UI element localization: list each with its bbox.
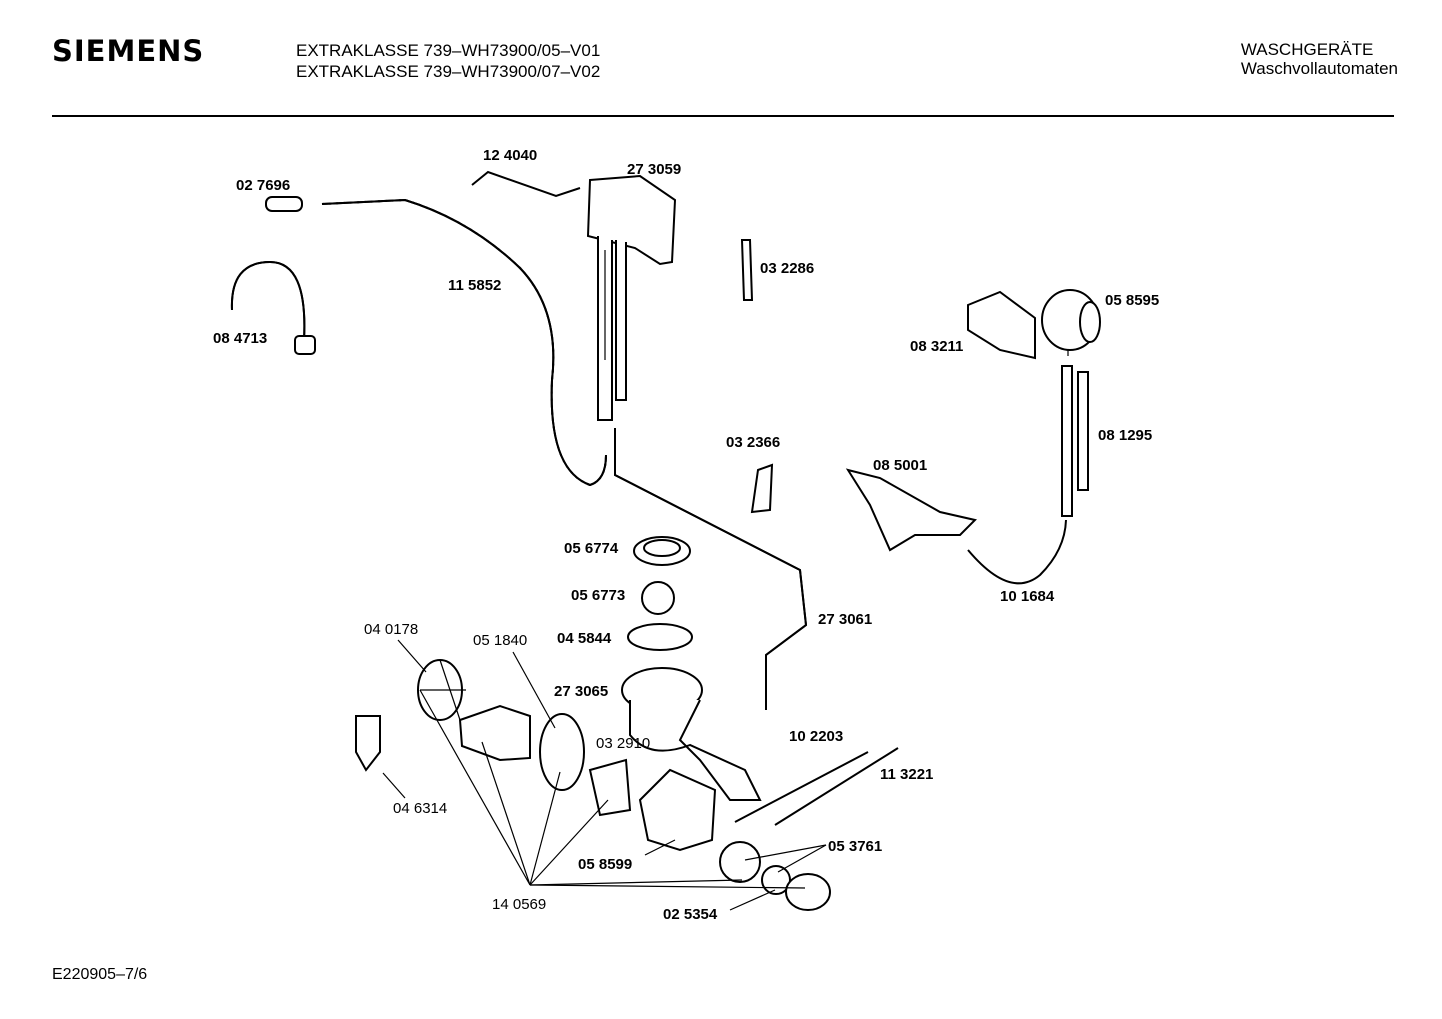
part-heater-bracket	[845, 468, 977, 552]
part-filter-cap	[785, 873, 831, 911]
leader-lines	[382, 639, 827, 911]
drawing-id: E220905–7/6	[52, 966, 148, 983]
label-27-3059: 27 3059	[627, 161, 681, 178]
label-10-2203: 10 2203	[789, 728, 843, 745]
label-27-3061: 27 3061	[818, 611, 872, 628]
label-03-2286: 03 2286	[760, 260, 814, 277]
label-08-4713: 08 4713	[213, 330, 267, 347]
part-inlet-bracket	[586, 174, 677, 421]
category-subtitle: Waschvollautomaten	[1240, 59, 1398, 78]
label-04-5844: 04 5844	[557, 630, 612, 647]
model-line-2: EXTRAKLASSE 739–WH73900/07–V02	[296, 62, 601, 81]
category-title: WASCHGERÄTE	[1240, 40, 1374, 59]
part-impeller-disk	[539, 713, 585, 791]
header-rule	[52, 115, 1394, 117]
part-switch-bracket	[967, 290, 1036, 360]
label-05-8595: 05 8595	[1105, 292, 1159, 309]
label-27-3065: 27 3065	[554, 683, 608, 700]
part-hose-sleeve	[265, 196, 303, 212]
part-rod	[734, 751, 869, 823]
label-05-6773: 05 6773	[571, 587, 625, 604]
part-impeller-cover	[588, 758, 632, 817]
part-pump-housing	[638, 768, 717, 852]
label-14-0569: 14 0569	[492, 896, 546, 913]
part-pump-motor	[458, 704, 531, 762]
label-02-7696: 02 7696	[236, 177, 290, 194]
label-02-5354: 02 5354	[663, 906, 718, 923]
label-04-6314: 04 6314	[393, 800, 447, 817]
label-08-1295: 08 1295	[1098, 427, 1152, 444]
part-filter-clip	[355, 715, 381, 772]
label-10-1684: 10 1684	[1000, 588, 1055, 605]
label-05-3761: 05 3761	[828, 838, 882, 855]
part-pressure-tube	[967, 519, 1067, 585]
part-drain-pipe	[614, 428, 808, 710]
label-03-2910: 03 2910	[596, 735, 650, 752]
part-seal-ring	[719, 841, 761, 883]
model-designation: EXTRAKLASSE 739–WH73900/05–V01 EXTRAKLAS…	[296, 40, 600, 82]
part-float-ball	[641, 581, 675, 615]
label-08-5001: 08 5001	[873, 457, 927, 474]
label-12-4040: 12 4040	[483, 147, 537, 164]
part-clip	[740, 239, 754, 301]
brand-logo: SIEMENS	[52, 34, 205, 68]
label-05-1840: 05 1840	[473, 632, 527, 649]
model-line-1: EXTRAKLASSE 739–WH73900/05–V01	[296, 41, 601, 60]
label-03-2366: 03 2366	[726, 434, 780, 451]
part-hose-ring	[627, 623, 693, 651]
label-05-8599: 05 8599	[578, 856, 632, 873]
label-11-5852: 11 5852	[448, 277, 501, 294]
part-bent-rod	[471, 170, 581, 198]
appliance-category: WASCHGERÄTE Waschvollautomaten	[1241, 40, 1398, 78]
label-11-3221: 11 3221	[880, 766, 933, 783]
part-sump	[621, 667, 762, 801]
part-rod-thin	[774, 747, 899, 826]
part-tubes	[1061, 365, 1089, 517]
part-fan-wheel	[417, 659, 466, 721]
part-hose-clamp	[230, 260, 316, 355]
part-corrugated-hose	[321, 198, 607, 487]
label-05-6774: 05 6774	[564, 540, 619, 557]
part-pressure-switch	[1041, 289, 1101, 356]
part-holder	[750, 463, 774, 514]
label-04-0178: 04 0178	[364, 621, 418, 638]
label-08-3211: 08 3211	[910, 338, 963, 355]
